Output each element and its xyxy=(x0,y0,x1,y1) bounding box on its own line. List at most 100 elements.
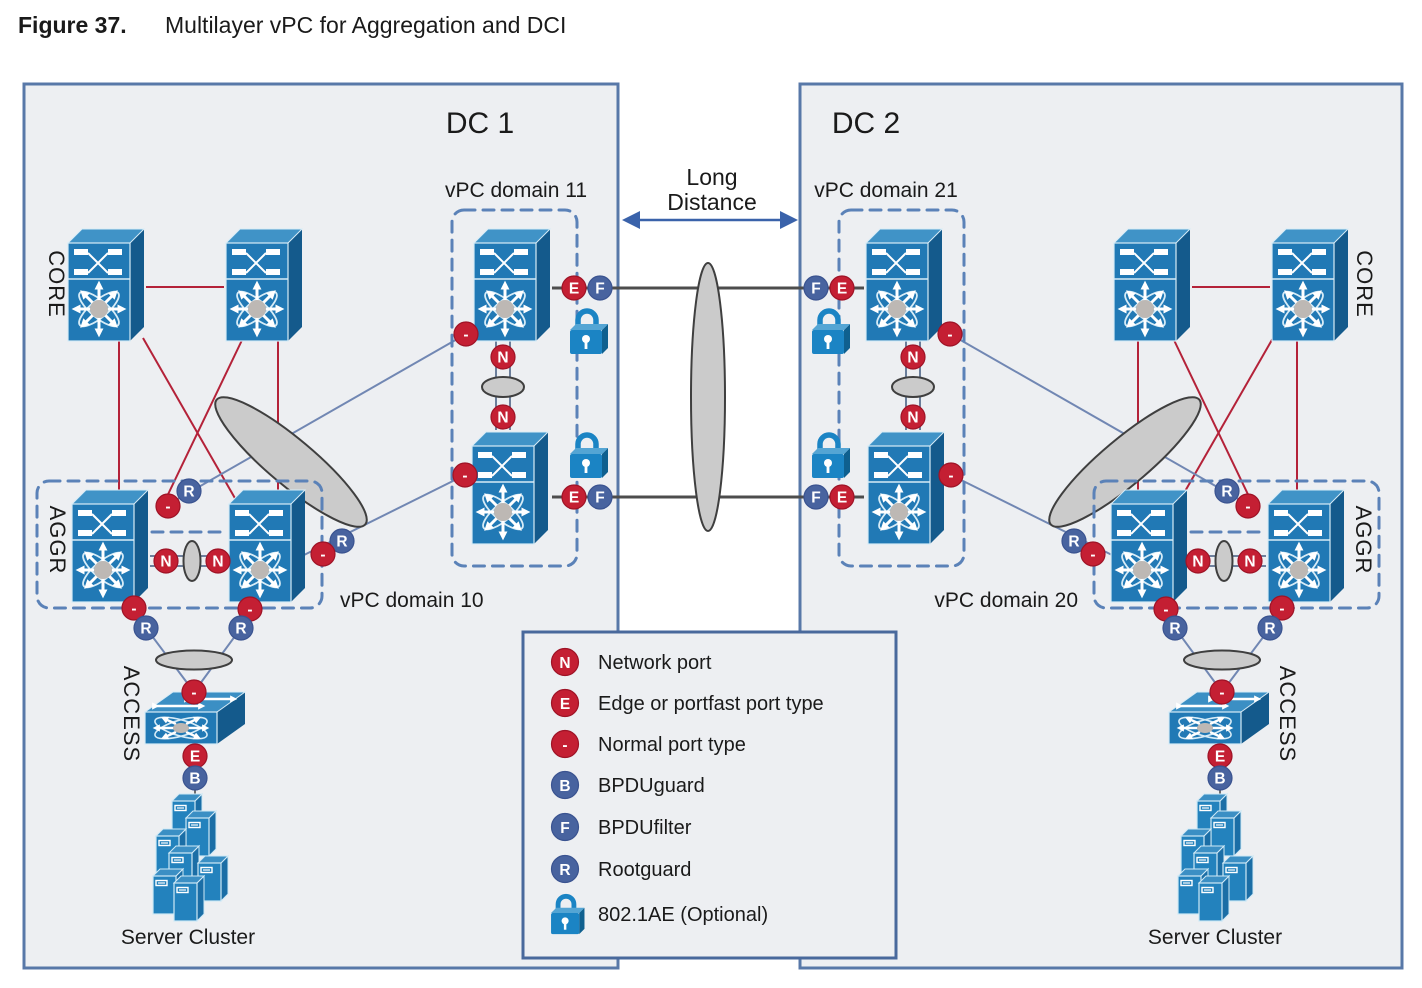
port-channel-ellipses xyxy=(155,262,1261,671)
normal-port-badge: - xyxy=(937,321,963,347)
svg-text:E: E xyxy=(1215,749,1225,766)
normal-port-badge: - xyxy=(1080,541,1106,567)
legend-normal-port-badge: - xyxy=(550,729,580,759)
network-port-badge: N xyxy=(1237,548,1263,574)
dc2-vpc-domain-20-label: vPC domain 20 xyxy=(934,589,1078,612)
dc1-vpc-domain-10-label: vPC domain 10 xyxy=(340,589,484,612)
legend-bpdufilter-badge: F xyxy=(550,812,580,842)
svg-text:F: F xyxy=(811,281,820,298)
svg-text:-: - xyxy=(131,601,136,618)
dc2-core-switch-2 xyxy=(1114,229,1190,341)
long-distance-line1: Long xyxy=(686,164,737,190)
svg-text:R: R xyxy=(140,621,151,638)
svg-text:N: N xyxy=(160,554,171,571)
svg-text:-: - xyxy=(165,499,170,516)
dc2-dci-switch-top xyxy=(866,229,942,341)
normal-port-badge: - xyxy=(310,541,336,567)
svg-text:-: - xyxy=(462,468,467,485)
rootguard-badge: R xyxy=(1257,615,1283,641)
legend-network-port-label: Network port xyxy=(598,652,712,674)
dc2-aggr-switch-1 xyxy=(1268,490,1344,602)
normal-port-badge: - xyxy=(121,595,147,621)
network-port-badge: N xyxy=(153,548,179,574)
legend-8021ae-label: 802.1AE (Optional) xyxy=(598,904,768,926)
network-port-badge: N xyxy=(205,548,231,574)
dc1-access-layer-label: ACCESS xyxy=(119,666,144,762)
long-distance-arrow xyxy=(622,211,798,229)
dc2-vpc21-peer-ellipse xyxy=(891,376,935,398)
svg-text:N: N xyxy=(497,410,508,427)
network-port-badge: N xyxy=(490,344,516,370)
svg-text:E: E xyxy=(837,490,847,507)
svg-text:B: B xyxy=(189,771,200,788)
svg-text:R: R xyxy=(1264,621,1275,638)
dc2-aggr-dci-port-channel xyxy=(1048,396,1202,528)
long-distance-line2: Distance xyxy=(667,189,756,215)
network-port-badge: N xyxy=(490,404,516,430)
dc2-vpc-domain-21-label: vPC domain 21 xyxy=(814,179,958,202)
svg-text:-: - xyxy=(463,327,468,344)
long-distance-port-channel xyxy=(690,262,726,532)
legend-bpduguard-badge: B xyxy=(550,770,580,800)
svg-text:E: E xyxy=(560,696,570,713)
svg-text:-: - xyxy=(247,602,252,619)
normal-port-badge: - xyxy=(1235,493,1261,519)
dc1-core-switch-1 xyxy=(68,229,144,341)
legend-normal-port-label: Normal port type xyxy=(598,734,746,756)
dc2-aggr-switch-2 xyxy=(1111,490,1187,602)
dc1-access-port-channel xyxy=(155,649,233,671)
dc1-vpc-domain-11-label: vPC domain 11 xyxy=(445,179,587,202)
svg-text:B: B xyxy=(559,778,570,795)
svg-text:-: - xyxy=(1163,602,1168,619)
svg-text:R: R xyxy=(1221,484,1232,501)
dc1-aggr-switch-1 xyxy=(72,490,148,602)
svg-text:-: - xyxy=(1245,499,1250,516)
dc2-core-layer-label: CORE xyxy=(1352,250,1377,318)
bpdufilter-badge: F xyxy=(803,484,829,510)
svg-text:F: F xyxy=(560,820,569,837)
network-port-badge: N xyxy=(900,344,926,370)
dc1-aggr-layer-label: AGGR xyxy=(45,506,70,575)
rootguard-badge: R xyxy=(1162,615,1188,641)
edge-port-badge: E xyxy=(561,275,587,301)
svg-text:R: R xyxy=(235,621,246,638)
dc1-core-layer-label: CORE xyxy=(44,250,69,318)
edge-port-badge: E xyxy=(829,275,855,301)
normal-port-badge: - xyxy=(938,462,964,488)
svg-text:N: N xyxy=(907,350,918,367)
dc1-core-switch-2 xyxy=(226,229,302,341)
legend: N Network port E Edge or portfast port t… xyxy=(521,630,898,960)
svg-text:N: N xyxy=(212,554,223,571)
svg-text:-: - xyxy=(191,685,196,702)
svg-text:N: N xyxy=(497,350,508,367)
svg-text:F: F xyxy=(595,281,604,298)
bpdufilter-badge: F xyxy=(587,275,613,301)
dc1-dci-switch-bottom xyxy=(472,432,548,544)
dc2-core-switch-1 xyxy=(1272,229,1348,341)
dc2-server-cluster-label: Server Cluster xyxy=(1148,926,1282,949)
legend-box xyxy=(521,630,898,960)
svg-text:-: - xyxy=(948,468,953,485)
legend-bpdufilter-label: BPDUfilter xyxy=(598,817,692,839)
svg-text:E: E xyxy=(190,749,200,766)
dc1-title: DC 1 xyxy=(446,107,514,140)
svg-text:-: - xyxy=(1279,601,1284,618)
svg-text:R: R xyxy=(1169,621,1180,638)
edge-port-badge: E xyxy=(829,484,855,510)
dc1-aggr-switch-2 xyxy=(229,490,305,602)
dc1-port-badges: - N N - E F E F R - R - N N - - R R - E … xyxy=(121,275,613,791)
svg-text:E: E xyxy=(569,281,579,298)
svg-text:E: E xyxy=(837,281,847,298)
rootguard-badge: R xyxy=(228,615,254,641)
bpduguard-badge: B xyxy=(1207,765,1233,791)
dc1-vpc-domain-11-box xyxy=(450,208,579,568)
svg-text:R: R xyxy=(1068,534,1079,551)
svg-text:N: N xyxy=(907,410,918,427)
rootguard-badge: R xyxy=(176,478,202,504)
rootguard-badge: R xyxy=(1214,478,1240,504)
network-port-badge: N xyxy=(1185,548,1211,574)
svg-text:B: B xyxy=(1214,771,1225,788)
legend-rootguard-label: Rootguard xyxy=(598,859,691,881)
dc2-dci-switch-bottom xyxy=(868,432,944,544)
